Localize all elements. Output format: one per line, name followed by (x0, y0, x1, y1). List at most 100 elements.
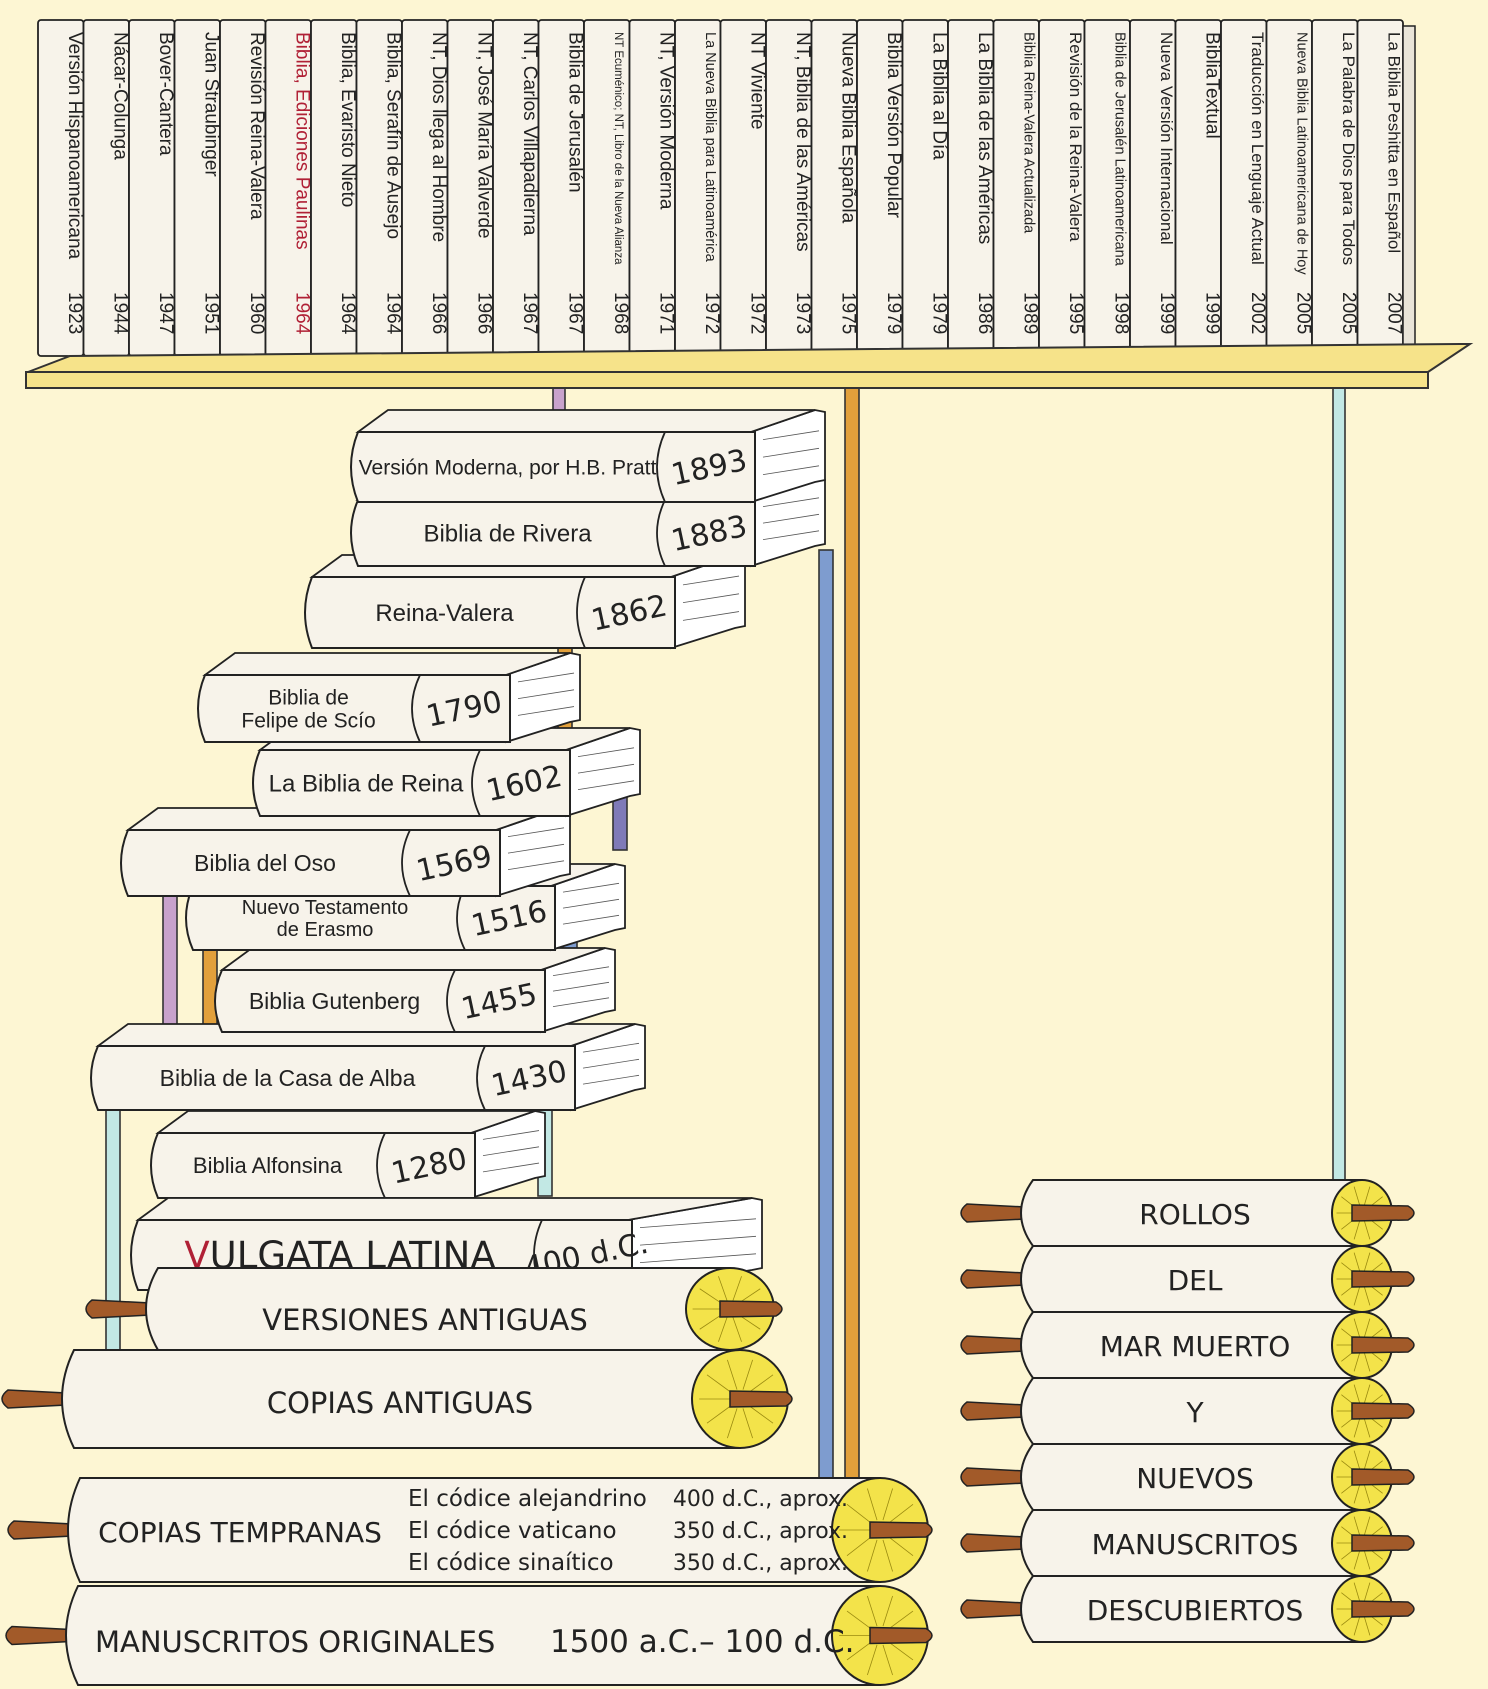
shelf-book-title: NT Ecuménico; NT, Libro de la Nueva Alia… (612, 32, 624, 265)
shelf-book-title: NT, Biblia de las Américas (792, 32, 813, 252)
page-line (582, 1074, 640, 1085)
scroll-cap-line (1353, 1219, 1361, 1240)
scroll-cap-line (846, 1504, 873, 1525)
shelf-book-title: Biblia, Serafín de Ausejo (382, 32, 403, 239)
connector-poles (105, 387, 1346, 1489)
scroll-left-handle (960, 1269, 1026, 1289)
page-line (552, 997, 610, 1007)
book-title: Versión Moderna, por H.B. Pratt (359, 456, 657, 479)
scroll-cap-line (887, 1640, 914, 1661)
book-title: Felipe de Scío (241, 710, 375, 733)
shelf-book-year: 1989 (1019, 292, 1040, 334)
scroll-left-handle (960, 1599, 1026, 1619)
shelf-books: Versión Hispanoamericana1923Nácar-Colung… (37, 19, 1416, 357)
dead-sea-scroll: NUEVOS (960, 1443, 1415, 1511)
shelf-book: Nueva Biblia Latinoamericana de Hoy 2005 (1265, 19, 1313, 357)
book-top-cover (202, 652, 571, 676)
scroll-cap-line (1363, 1186, 1371, 1207)
shelf-book-title: Nueva Biblia Española (837, 32, 858, 224)
scroll-cap-line (699, 1313, 724, 1330)
shelf-book-year: 1966 (473, 292, 494, 334)
scroll-right-handle (1351, 1534, 1415, 1552)
page-line (482, 1162, 540, 1173)
pole-cyan-right (1332, 387, 1346, 1191)
page-line (507, 860, 565, 870)
scroll-cap-line (1353, 1351, 1361, 1372)
scroll-cap-line (727, 1408, 738, 1439)
shelf-book-year: 1966 (428, 292, 449, 334)
scroll-cap-line (1353, 1450, 1361, 1471)
shelf-book-title: Nueva Biblia Latinoamericana de Hoy (1293, 32, 1309, 275)
scroll-cap-line (887, 1610, 914, 1631)
dead-sea-scroll: ROLLOS (960, 1179, 1415, 1247)
scroll-cap-line (867, 1488, 878, 1521)
pole-blue-main (818, 549, 834, 1489)
page-line (552, 966, 610, 976)
book-spine (197, 674, 511, 743)
codex-date: 350 d.C., aprox. (673, 1551, 848, 1576)
scroll-cap-line (1353, 1615, 1361, 1636)
shelf-book-year: 1986 (974, 292, 995, 334)
shelf-book: Nueva Biblia Española 1975 (810, 19, 858, 357)
book-year-divider (411, 674, 421, 743)
book-year-divider (656, 499, 666, 567)
shelf-book-year: 1999 (1201, 292, 1222, 334)
scroll-cap-line (887, 1535, 914, 1556)
scroll-cap-line (882, 1595, 893, 1627)
scroll-right-handle (1351, 1336, 1415, 1354)
book-top-cover (219, 947, 606, 971)
dead-sea-label: DEL (1168, 1264, 1223, 1297)
shelf-book-title: Nueva Versión Internacional (1157, 32, 1176, 245)
page-line (562, 914, 620, 925)
book-title: Biblia de Rivera (423, 520, 592, 547)
scroll-cap-line (1353, 1516, 1361, 1537)
shelf-book-title: Juan Straubinger (200, 32, 221, 177)
book-year-divider (401, 829, 411, 897)
scroll-right-handle (1351, 1600, 1415, 1618)
scroll-copias-label: COPIAS ANTIGUAS (267, 1386, 533, 1420)
shelf-book-year: 1975 (837, 292, 858, 334)
shelf-book-year: 1968 (610, 292, 631, 334)
shelf-book-year: 2005 (1292, 292, 1313, 334)
page-line (762, 513, 820, 524)
scroll-cap-line (1363, 1285, 1371, 1306)
page-line (639, 1218, 757, 1228)
scroll-body (65, 1585, 881, 1686)
scroll-right-handle (869, 1521, 933, 1539)
scroll-cap-line (1363, 1219, 1371, 1240)
dead-sea-label: ROLLOS (1139, 1198, 1251, 1231)
shelf-book-title: La Nueva Biblia para Latinoamérica (702, 32, 718, 263)
shelf-book-title: Versión Hispanoamericana (64, 32, 85, 260)
scroll-cap-line (732, 1316, 742, 1342)
scroll-cap-line (1353, 1285, 1361, 1306)
dead-sea-scroll: DEL (960, 1245, 1415, 1313)
shelf-book-year: 1964 (291, 292, 312, 335)
scroll-right-handle (1351, 1402, 1415, 1420)
scroll-copias: COPIAS ANTIGUAS (1, 1349, 793, 1449)
dead-sea-label: NUEVOS (1136, 1462, 1254, 1495)
book-year-divider (476, 1045, 486, 1111)
codex-name: El códice alejandrino (408, 1486, 647, 1512)
scroll-cap-line (727, 1359, 738, 1390)
shelf-book-year: 1995 (1065, 292, 1086, 334)
shelf-book-title: La Biblia al Día (928, 32, 949, 160)
scroll-cap-line (1363, 1318, 1371, 1339)
pole-purple-left (162, 894, 178, 1041)
dead-sea-scroll: MANUSCRITOS (960, 1509, 1415, 1577)
shelf-book-title: NT, José María Valverde (473, 32, 494, 239)
